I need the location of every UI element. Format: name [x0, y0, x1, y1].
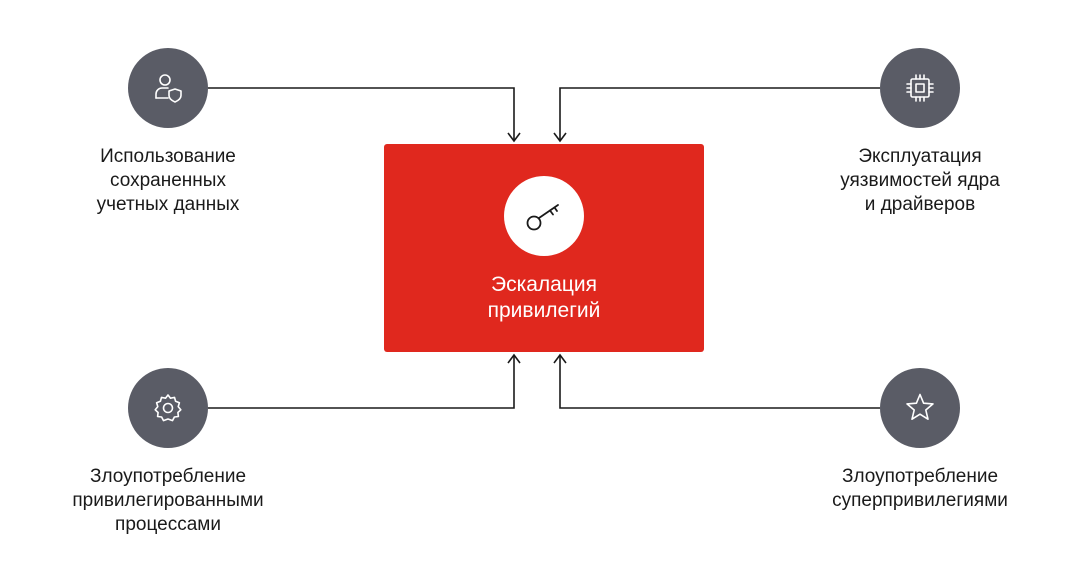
- node-kernel-label: Эксплуатация уязвимостей ядра и драйверо…: [790, 145, 1050, 217]
- label-line: и драйверов: [864, 194, 976, 215]
- node-processes-label: Злоупотребление привилегированными проце…: [38, 465, 298, 537]
- center-title: Эскалация привилегий: [384, 272, 704, 324]
- label-line: сохраненных: [110, 170, 226, 191]
- label-line: Злоупотребление: [841, 466, 999, 487]
- gear-icon: [154, 394, 182, 422]
- label-line: Злоупотребление: [89, 466, 247, 487]
- label-line: суперпривилегиями: [832, 490, 1008, 511]
- node-superprivileges-label: Злоупотребление суперпривилегиями: [790, 465, 1050, 513]
- node-credentials-label: Использование сохраненных учетных данных: [38, 145, 298, 217]
- arrowhead-credentials: [507, 132, 521, 143]
- connector-credentials: [208, 87, 515, 140]
- label-line: привилегированными: [72, 490, 264, 511]
- label-line: уязвимостей ядра: [840, 170, 1000, 191]
- label-line: Использование: [100, 146, 236, 167]
- node-superprivileges-circle: [880, 368, 960, 448]
- node-credentials-circle: [128, 48, 208, 128]
- key-icon-circle: [504, 176, 584, 256]
- user-shield-icon: [155, 74, 182, 103]
- privilege-escalation-box: Эскалация привилегий: [384, 144, 704, 352]
- arrowhead-kernel: [553, 132, 567, 143]
- label-line: учетных данных: [96, 194, 240, 215]
- connector-superprivileges: [559, 356, 880, 409]
- label-line: процессами: [115, 514, 221, 535]
- center-title-line: Эскалация: [491, 273, 597, 296]
- label-line: Эксплуатация: [858, 146, 982, 167]
- star-icon: [906, 393, 934, 420]
- arrowhead-superprivileges: [553, 353, 567, 364]
- connector-processes: [208, 356, 515, 409]
- key-icon: [526, 204, 559, 231]
- node-processes-circle: [128, 368, 208, 448]
- connector-kernel: [559, 87, 880, 140]
- arrowhead-processes: [507, 353, 521, 364]
- center-title-line: привилегий: [487, 299, 601, 322]
- chip-icon: [906, 74, 934, 102]
- node-kernel-circle: [880, 48, 960, 128]
